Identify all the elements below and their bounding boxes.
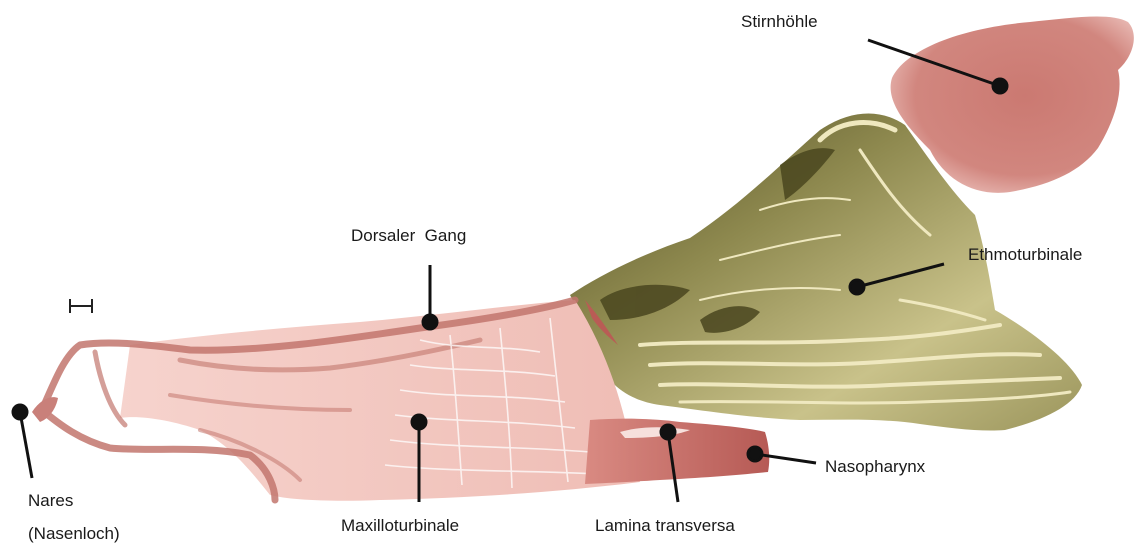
leader-nasopharynx: [748, 447, 816, 463]
label-stirnhoehle: Stirnhöhle: [741, 12, 818, 32]
label-nasenloch: (Nasenloch): [28, 524, 120, 544]
leader-dorsaler-gang: [423, 265, 437, 329]
label-nasopharynx: Nasopharynx: [825, 457, 925, 477]
label-lamina-transversa: Lamina transversa: [595, 516, 735, 536]
label-ethmoturbinale: Ethmoturbinale: [968, 245, 1082, 265]
label-maxilloturbinale: Maxilloturbinale: [341, 516, 459, 536]
label-nares: Nares: [28, 491, 73, 511]
scale-bar: [70, 299, 92, 313]
label-dorsaler-gang: Dorsaler Gang: [351, 226, 466, 246]
leader-nares: [13, 405, 32, 478]
